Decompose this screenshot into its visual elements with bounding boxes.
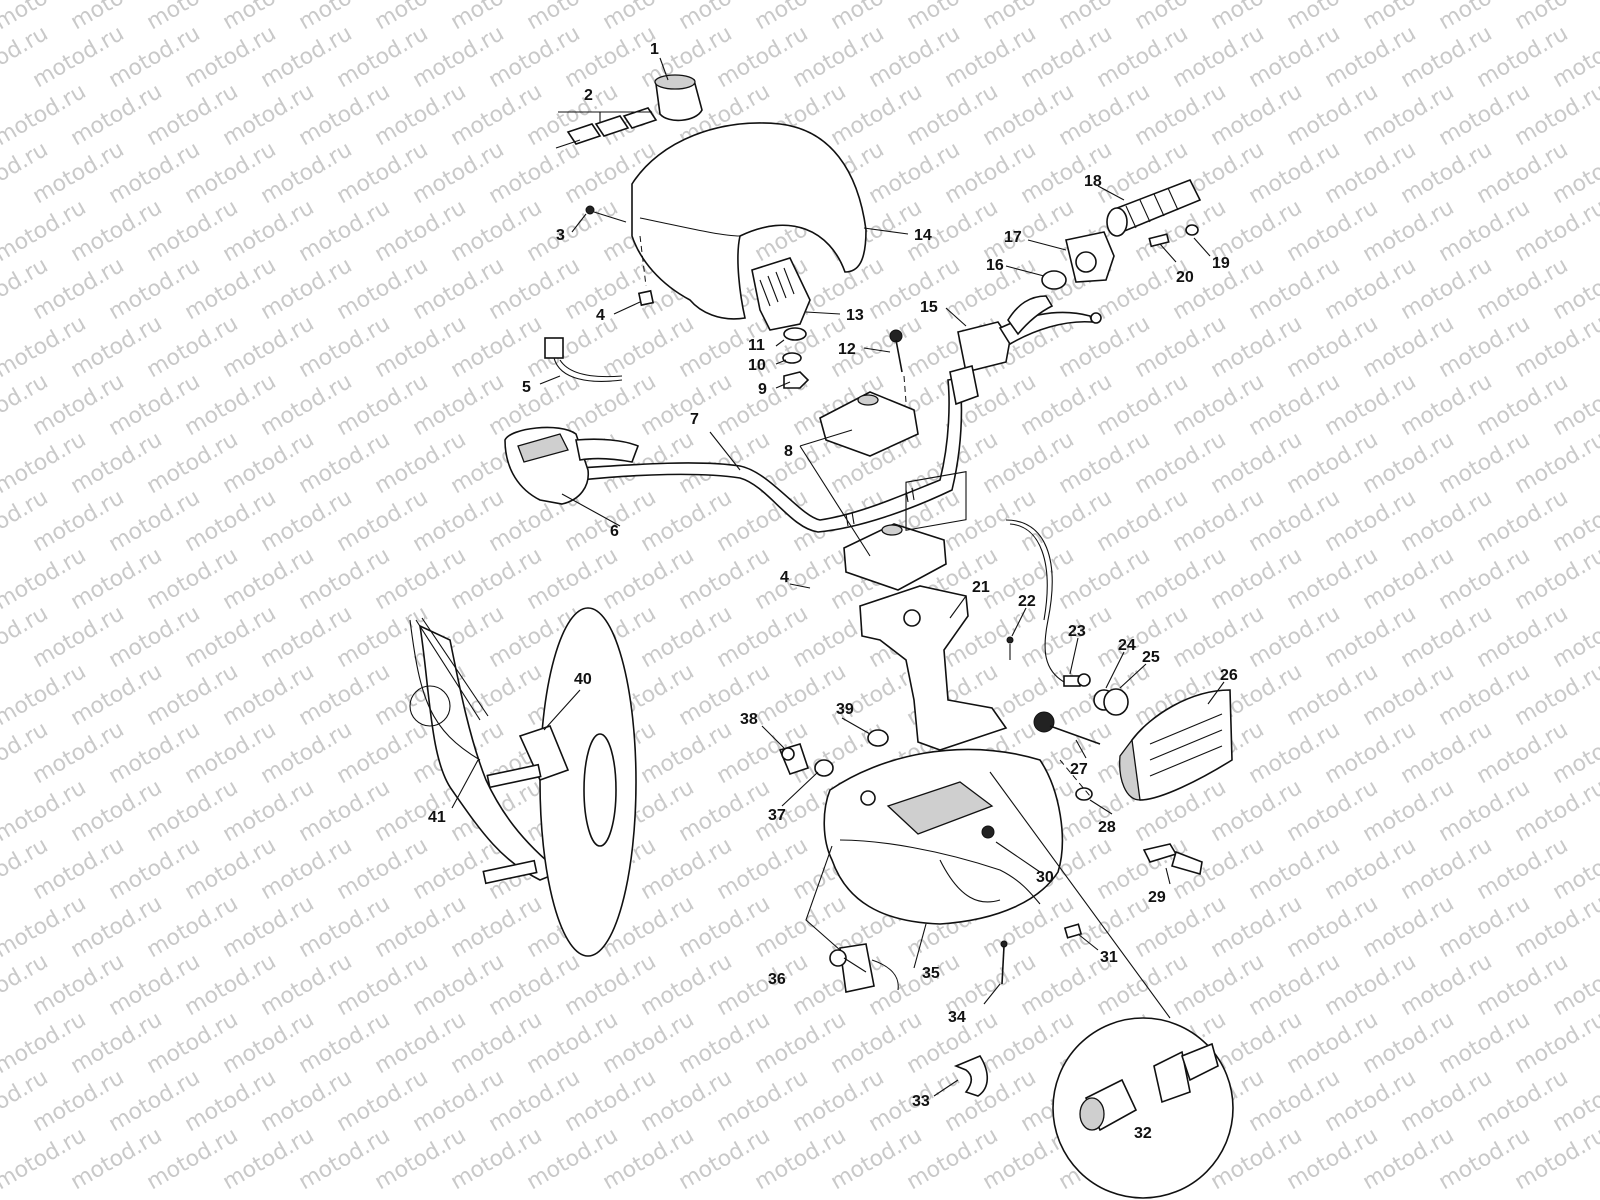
throttle-housing xyxy=(1041,231,1115,290)
callout-11: 11 xyxy=(748,337,765,354)
callout-25: 25 xyxy=(1142,649,1160,666)
callout-7: 7 xyxy=(690,411,699,428)
front-brake-assembly xyxy=(409,607,637,957)
bracket-screw xyxy=(1006,636,1014,660)
callout-4b: 4 xyxy=(780,569,789,586)
callout-5: 5 xyxy=(522,379,531,396)
rubber-grommet xyxy=(814,759,834,777)
callout-38: 38 xyxy=(740,711,758,728)
headlight-bulb-lead xyxy=(1005,519,1091,687)
headlight-cowl xyxy=(631,122,867,320)
mounting-plate xyxy=(886,781,994,835)
callout-24: 24 xyxy=(1118,637,1136,654)
callout-20: 20 xyxy=(1176,269,1194,286)
brake-master-cylinder xyxy=(949,295,1102,406)
key-switch-assembly xyxy=(829,943,899,993)
callout-31: 31 xyxy=(1100,949,1118,966)
front-fender-panel xyxy=(823,748,1091,925)
callout-8: 8 xyxy=(784,443,793,460)
bezel-ring xyxy=(867,729,889,747)
callout-17: 17 xyxy=(1004,229,1022,246)
callout-16: 16 xyxy=(986,257,1004,274)
headlight-assembly xyxy=(1119,689,1233,801)
parts-drawing xyxy=(409,74,1234,1199)
callout-21: 21 xyxy=(972,579,990,596)
nut-washer-stack xyxy=(782,327,810,389)
callout-2: 2 xyxy=(584,87,593,104)
callout-34: 34 xyxy=(948,1009,966,1026)
callout-35: 35 xyxy=(922,965,940,982)
callout-12: 12 xyxy=(838,341,856,358)
bulb-socket xyxy=(1093,688,1129,716)
callout-3: 3 xyxy=(556,227,565,244)
mount-bolt xyxy=(889,329,907,403)
beam-adjuster-screw xyxy=(1033,711,1101,745)
wire-connector xyxy=(544,337,623,382)
handlebar-clamp-lower xyxy=(843,523,947,591)
callout-33: 33 xyxy=(912,1093,930,1110)
callout-4: 4 xyxy=(596,307,605,324)
callout-23: 23 xyxy=(1068,623,1086,640)
left-handlebar-switch xyxy=(504,426,640,505)
callout-19: 19 xyxy=(1212,255,1230,272)
light-switch-housing xyxy=(751,257,811,331)
panel-clip xyxy=(1063,923,1083,939)
callout-41: 41 xyxy=(428,809,446,826)
callout-13: 13 xyxy=(846,307,864,324)
ignition-switch xyxy=(778,743,810,775)
callout-1: 1 xyxy=(650,41,659,58)
wire-terminal xyxy=(1142,843,1203,876)
callout-27: 27 xyxy=(1070,761,1088,778)
clip-nut xyxy=(637,289,655,307)
grommet xyxy=(981,825,995,839)
callout-18: 18 xyxy=(1084,173,1102,190)
callout-32: 32 xyxy=(1134,1125,1152,1142)
callout-28: 28 xyxy=(1098,819,1116,836)
detail-inset-circle xyxy=(989,771,1234,1199)
headlight-bracket xyxy=(859,471,1008,751)
handlebar-grip xyxy=(1106,178,1202,237)
indicator-lenses xyxy=(555,107,658,149)
wire-clamp xyxy=(953,1055,989,1097)
panel-screw xyxy=(1000,940,1008,985)
callout-10: 10 xyxy=(748,357,766,374)
callout-9: 9 xyxy=(758,381,767,398)
callout-37: 37 xyxy=(768,807,786,824)
o-ring xyxy=(1075,787,1093,801)
callout-6: 6 xyxy=(610,523,619,540)
callout-labels: 1 2 3 4 5 6 7 8 9 10 11 12 13 14 15 16 1… xyxy=(428,41,1238,1142)
callout-39: 39 xyxy=(836,701,854,718)
callout-22: 22 xyxy=(1018,593,1036,610)
callout-40: 40 xyxy=(574,671,592,688)
callout-30: 30 xyxy=(1036,869,1054,886)
handlebar-clamp-upper xyxy=(819,391,919,457)
callout-36: 36 xyxy=(768,971,786,988)
gauge-cup xyxy=(654,74,703,122)
screw xyxy=(585,205,647,287)
callout-15: 15 xyxy=(920,299,938,316)
callout-leader-lines xyxy=(451,57,1225,1097)
callout-14: 14 xyxy=(914,227,932,244)
callout-26: 26 xyxy=(1220,667,1238,684)
callout-29: 29 xyxy=(1148,889,1166,906)
